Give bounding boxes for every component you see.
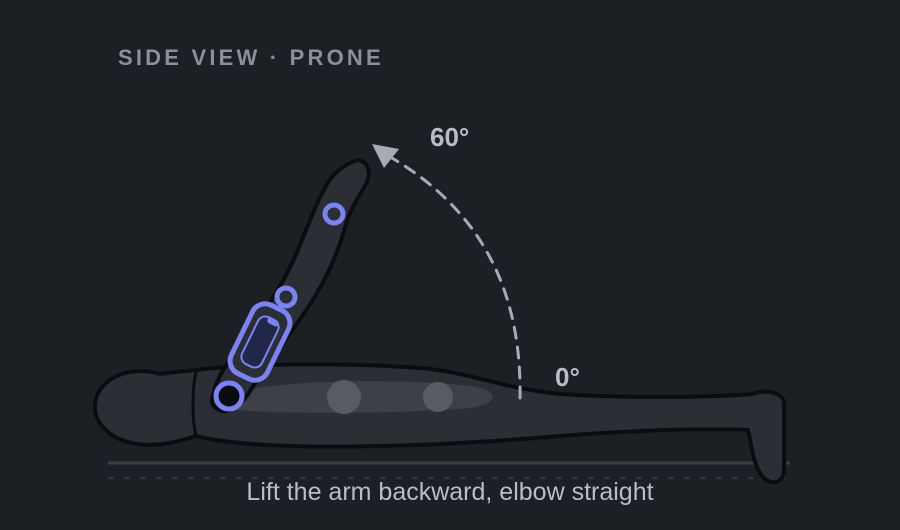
prone-body-icon <box>92 362 786 485</box>
start-angle-label: 0° <box>555 362 580 392</box>
ghost-arm-start-position <box>236 380 493 414</box>
sensor-band-icon <box>227 301 293 383</box>
arc-arrowhead-icon <box>372 144 399 168</box>
elbow-marker-icon <box>274 285 298 309</box>
shoulder-marker-icon <box>213 380 245 412</box>
end-angle-label: 60° <box>430 122 469 152</box>
view-title: SIDE VIEW · PRONE <box>118 45 384 70</box>
instruction-caption: Lift the arm backward, elbow straight <box>246 478 654 506</box>
motion-arc-icon <box>390 156 522 400</box>
wrist-marker-icon <box>322 202 346 226</box>
